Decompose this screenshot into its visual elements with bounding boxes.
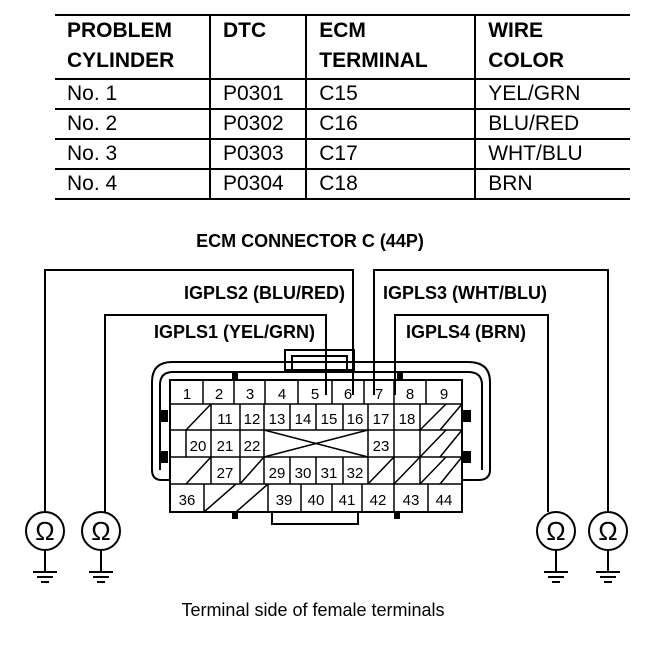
cell-wire-color: BRN — [488, 172, 533, 195]
connector-keys — [160, 372, 471, 519]
pin-label: 8 — [406, 386, 414, 403]
pin-label: 20 — [190, 438, 207, 455]
pin-label: 32 — [347, 465, 364, 482]
ground-icon — [544, 571, 568, 583]
pin-label: 2 — [215, 386, 223, 403]
cell-terminal: C16 — [306, 109, 477, 140]
pin-label: 14 — [295, 411, 312, 428]
cell-cylinder: No. 4 — [55, 169, 211, 199]
pin-label: 5 — [311, 386, 319, 403]
pin-label: 27 — [217, 465, 234, 482]
cell-cylinder: No. 2 — [55, 109, 211, 140]
table-row: No. 2 P0302 C16 BLU/RED — [55, 109, 630, 140]
wire-igpls3 — [373, 269, 609, 512]
ohmmeter-igpls4: Ω — [536, 511, 576, 583]
pin-label: 3 — [246, 386, 254, 403]
cell-terminal: C18 — [306, 169, 477, 199]
pin-label: 9 — [440, 386, 448, 403]
pin-label: 21 — [217, 438, 234, 455]
cell-dtc: P0304 — [209, 169, 308, 199]
ground-icon — [33, 571, 57, 583]
ground-icon — [596, 571, 620, 583]
pin-label: 7 — [375, 386, 383, 403]
pin-label: 42 — [370, 492, 387, 509]
wire-igpls4 — [394, 314, 549, 512]
diagram-caption: Terminal side of female terminals — [181, 600, 444, 620]
cell-terminal: C17 — [306, 139, 477, 170]
pin-label: 41 — [339, 492, 356, 509]
ohm-icon: Ω — [35, 516, 54, 546]
cell-cylinder: No. 1 — [55, 79, 211, 110]
pin-label: 29 — [269, 465, 286, 482]
terminal-grid — [170, 380, 463, 513]
cell-dtc: P0303 — [209, 139, 308, 170]
pin-label: 40 — [308, 492, 325, 509]
ohm-icon: Ω — [598, 516, 617, 546]
cell-wire-color: BLU/RED — [475, 109, 630, 140]
pin-label: 6 — [344, 386, 352, 403]
pin-label: 13 — [269, 411, 286, 428]
ohmmeter-igpls3: Ω — [588, 511, 628, 583]
pin-label: 30 — [295, 465, 312, 482]
cell-terminal: C15 — [306, 79, 477, 110]
wire-igpls2 — [44, 269, 354, 512]
ohm-icon: Ω — [546, 516, 565, 546]
cell-dtc: P0302 — [209, 109, 308, 140]
ohmmeter-igpls1: Ω — [81, 511, 121, 583]
table-row: No. 1 P0301 C15 YEL/GRN — [55, 79, 630, 110]
connector-housing-outer — [151, 361, 491, 513]
wire-igpls1 — [104, 314, 327, 512]
pin-numbers: 1 2 3 4 5 6 7 8 9 11 12 13 14 15 16 17 1… — [179, 386, 453, 509]
pin-label: 4 — [278, 386, 286, 403]
cell-dtc: P0301 — [209, 79, 308, 110]
cell-wire-color: YEL/GRN — [475, 79, 630, 110]
cell-wire-color: WHT/BLU — [475, 139, 630, 170]
ground-icon — [89, 571, 113, 583]
label-igpls1: IGPLS1 (YEL/GRN) — [154, 322, 315, 342]
ohmmeter-igpls2: Ω — [25, 511, 65, 583]
pin-label: 12 — [244, 411, 261, 428]
pin-label: 16 — [347, 411, 364, 428]
table-row: No. 3 P0303 C17 WHT/BLU — [55, 139, 630, 170]
table-row: No. 4 P0304 C18 BRN — [55, 169, 630, 199]
pin-label: 36 — [179, 492, 196, 509]
pin-label: 23 — [373, 438, 390, 455]
pin-label: 22 — [244, 438, 261, 455]
connector-title: ECM CONNECTOR C (44P) — [196, 231, 424, 251]
pin-label: 31 — [321, 465, 338, 482]
header-dtc: DTC — [209, 15, 308, 80]
connector-body — [151, 349, 491, 525]
pin-label: 43 — [403, 492, 420, 509]
label-igpls3: IGPLS3 (WHT/BLU) — [383, 283, 547, 303]
pin-label: 15 — [321, 411, 338, 428]
label-igpls4: IGPLS4 (BRN) — [406, 322, 526, 342]
pin-label: 1 — [183, 386, 191, 403]
connector-latch — [284, 349, 355, 371]
pin-label: 18 — [399, 411, 416, 428]
pin-label: 39 — [276, 492, 293, 509]
pin-label: 44 — [436, 492, 453, 509]
cell-cylinder: No. 3 — [55, 139, 211, 170]
label-igpls2: IGPLS2 (BLU/RED) — [184, 283, 345, 303]
ohm-icon: Ω — [91, 516, 110, 546]
pin-label: 17 — [373, 411, 390, 428]
pin-label: 11 — [217, 411, 233, 428]
